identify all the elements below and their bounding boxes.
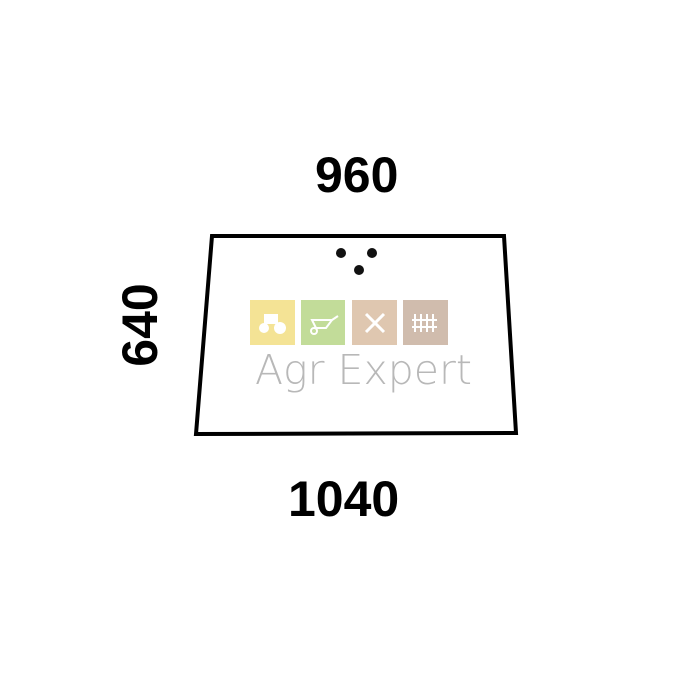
watermark-logo	[250, 300, 448, 345]
wheelbarrow-icon	[301, 300, 345, 345]
top-width-label: 960	[315, 147, 399, 203]
height-label: 640	[112, 283, 168, 367]
fence-icon	[403, 300, 448, 345]
bottom-width-label: 1040	[288, 471, 400, 527]
mounting-hole	[336, 248, 346, 258]
mounting-hole	[354, 265, 364, 275]
watermark-text: Agr Expert	[255, 346, 472, 394]
mounting-hole	[367, 248, 377, 258]
